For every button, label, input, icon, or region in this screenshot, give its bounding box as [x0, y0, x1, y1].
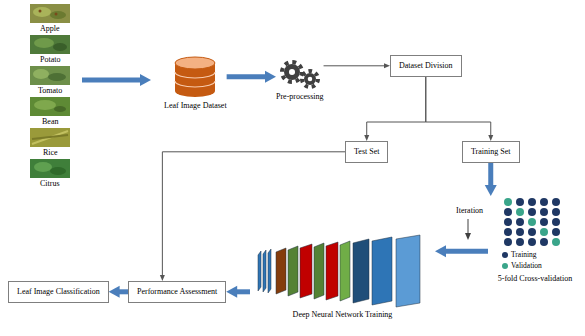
node-label: Training Set — [471, 147, 511, 157]
node-label: Leaf Image Dataset — [164, 101, 227, 111]
legend-item: Training — [502, 250, 537, 259]
axis-label: Iteration — [456, 206, 483, 216]
node-label: Test Set — [354, 147, 379, 157]
crop-name: Bean — [42, 117, 58, 127]
crop-name: Citrus — [40, 179, 60, 189]
flow-arrow — [485, 163, 497, 196]
leaf-thumbnail — [30, 97, 70, 116]
legend-item: Validation — [502, 261, 542, 270]
gear-icon — [277, 58, 323, 90]
process-box: Test Set — [345, 141, 388, 163]
process-box: Leaf Image Classification — [8, 281, 109, 303]
process-icon-node: Pre-processing — [276, 58, 324, 102]
leaf-thumbnail — [30, 128, 70, 147]
flow-arrow — [227, 71, 276, 83]
database-cylinder — [171, 55, 219, 99]
connector-line — [324, 63, 390, 68]
flow-arrow — [109, 286, 128, 298]
process-box: Training Set — [462, 141, 520, 163]
node-label: Dataset Division — [399, 61, 453, 71]
network-layers — [250, 234, 435, 308]
legend-text: Validation — [511, 261, 542, 270]
dataset-node: Leaf Image Dataset — [164, 55, 227, 111]
legend-swatch — [502, 263, 508, 269]
connector-line — [364, 77, 426, 141]
crop-name: Apple — [40, 24, 60, 34]
connector-line — [426, 77, 493, 141]
crop-name: Rice — [43, 148, 58, 158]
process-box: Dataset Division — [390, 55, 462, 77]
legend-swatch — [502, 252, 508, 258]
node-label: Leaf Image Classification — [17, 287, 100, 297]
leaf-thumbnail — [30, 159, 70, 178]
node-label: 5-fold Cross-validation — [488, 274, 582, 284]
leaf-thumbnail — [30, 35, 70, 54]
crop-name: Tomato — [38, 86, 62, 96]
iteration-arrow — [465, 219, 471, 240]
node-label: Deep Neural Network Training — [250, 310, 435, 320]
legend-text: Training — [511, 250, 537, 259]
process-box: Performance Assessment — [128, 281, 226, 303]
network-node: Deep Neural Network Training — [250, 234, 435, 321]
flow-arrow — [226, 286, 250, 298]
fold-grid — [498, 196, 568, 248]
input-arrow — [82, 74, 151, 86]
leaf-thumbnail — [30, 66, 70, 85]
node-label: Performance Assessment — [137, 287, 217, 297]
flow-arrow — [435, 245, 488, 257]
leaf-thumbnail — [30, 4, 70, 23]
crop-name: Potato — [40, 55, 60, 65]
node-label: Pre-processing — [276, 92, 324, 102]
cross-validation-node: 5-fold Cross-validation — [488, 196, 582, 284]
